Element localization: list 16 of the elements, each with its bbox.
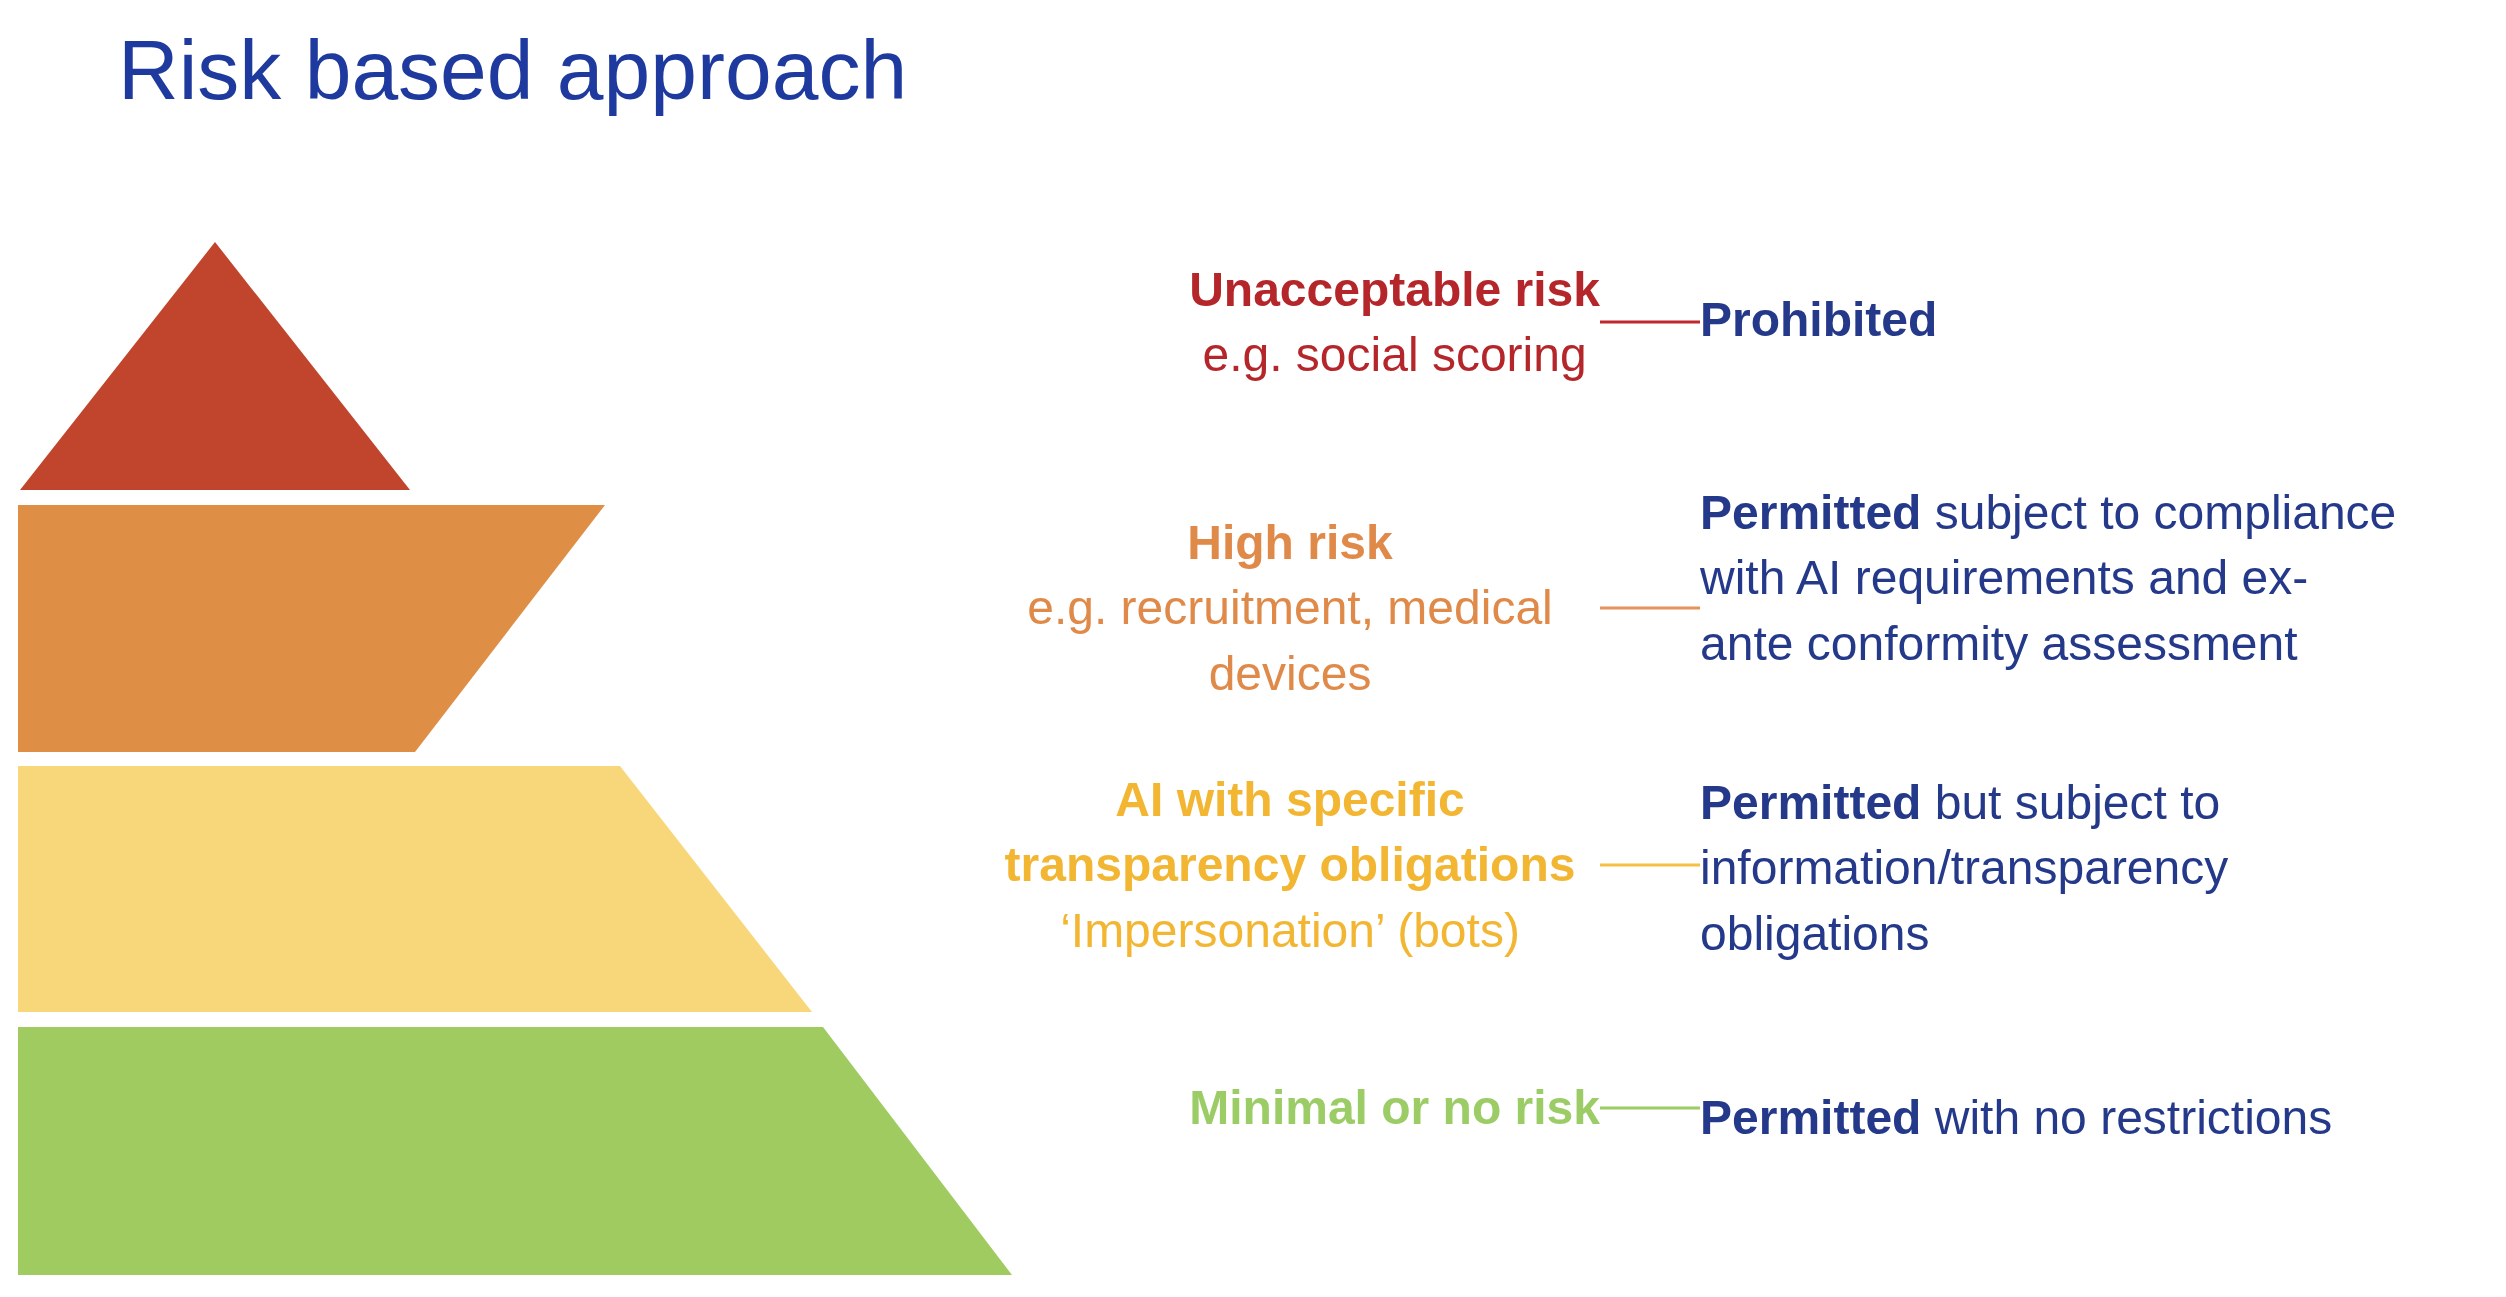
risk-level-heading: AI with specific transparency obligations [1003, 772, 1577, 894]
connector-line [1600, 1106, 1700, 1110]
risk-level-heading: Minimal or no risk [1189, 1080, 1600, 1137]
connector-line [1600, 320, 1700, 324]
connector-line [1600, 606, 1700, 610]
title: Risk based approach [118, 22, 908, 119]
obligation-text: Permitted with no restrictions [1700, 1090, 2334, 1147]
obligation-text: Permitted but subject to information/transparency obligations [1700, 775, 2230, 962]
risk-example-text: e.g. social scoring [1201, 327, 1588, 383]
obligation-text: Permitted subject to compliance with AI requirements and ex-ante conformity assessment [1700, 485, 2398, 672]
risk-level-heading: High risk [1186, 515, 1394, 572]
risk-example-text: e.g. recruitment, medical devices [1026, 580, 1554, 702]
risk-example-text: ‘Impersonation’ (bots) [1059, 902, 1521, 959]
obligation-text: Prohibited [1700, 292, 1939, 349]
connector-line [1600, 863, 1700, 867]
risk-level-heading: Unacceptable risk [1189, 261, 1600, 318]
